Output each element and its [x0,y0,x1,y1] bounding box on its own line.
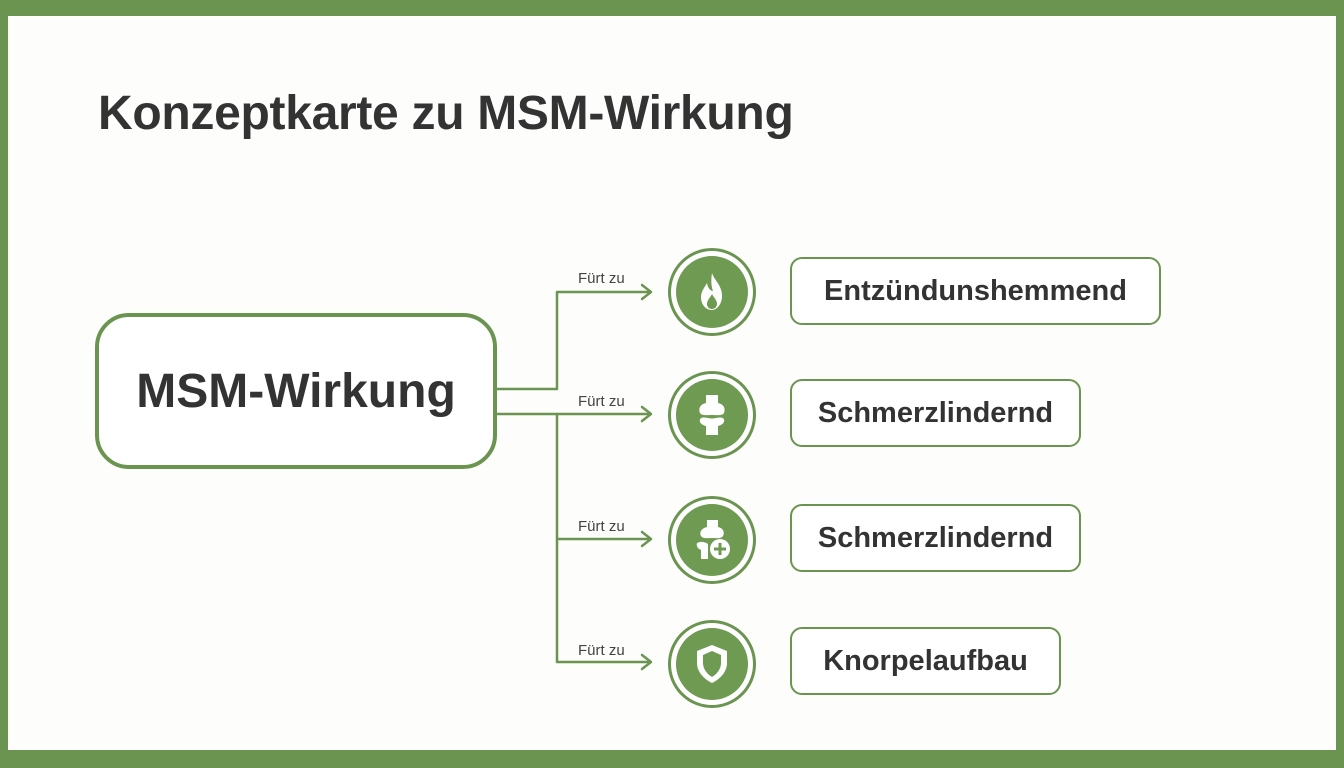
shield-icon [697,645,727,683]
root-node-msm-wirkung: MSM-Wirkung [95,313,497,469]
result-box-3: Schmerzlindernd [790,504,1081,572]
branch-4-icon-badge [668,620,756,708]
branch-3-icon-badge [668,496,756,584]
result-box-4: Knorpelaufbau [790,627,1061,695]
result-box-2: Schmerzlindernd [790,379,1081,447]
edge-label-2: Fürt zu [578,393,625,410]
result-box-1: Entzündunshemmend [790,257,1161,325]
branch-1-icon-badge [668,248,756,336]
edge-label-1: Fürt zu [578,270,625,287]
edge-label-3: Fürt zu [578,518,625,535]
arrowhead-1 [640,283,653,301]
joint-plus-icon [696,520,730,559]
arrowhead-2 [640,405,653,423]
arrowhead-3 [640,530,653,548]
arrowhead-4 [640,653,653,671]
connector-to-branch-1 [495,290,652,391]
branch-2-icon-badge [668,371,756,459]
joint-icon [699,395,725,435]
flame-icon [701,273,722,310]
diagram-title: Konzeptkarte zu MSM-Wirkung [98,87,794,140]
connector-to-branch-4 [555,537,652,664]
edge-label-4: Fürt zu [578,642,625,659]
root-node-label: MSM-Wirkung [136,364,456,418]
